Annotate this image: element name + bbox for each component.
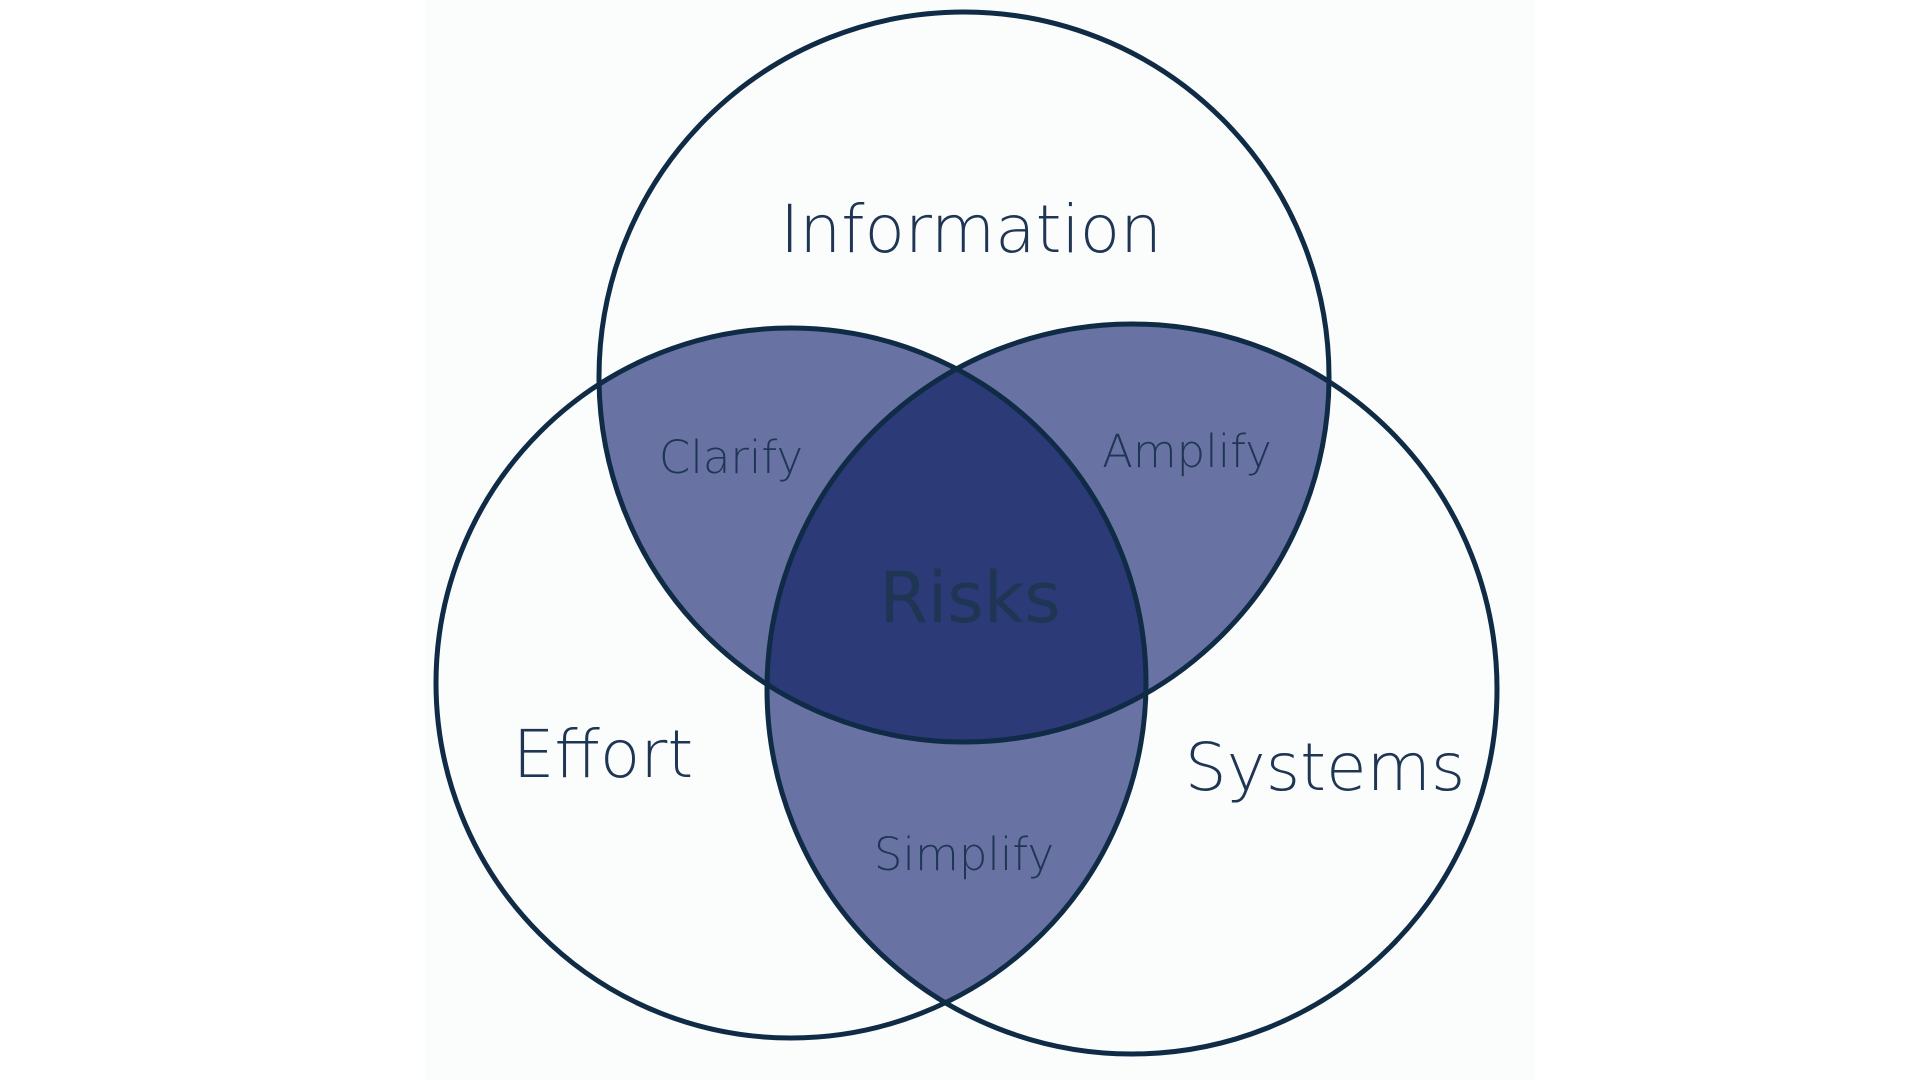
circle-effort bbox=[433, 325, 1149, 1041]
overlap-center-outer bbox=[767, 328, 1146, 742]
label-amplify: Amplify bbox=[1102, 425, 1272, 478]
label-clarify: Clarify bbox=[659, 431, 803, 484]
label-risks: Risks bbox=[879, 557, 1061, 639]
overlap-center-inner bbox=[767, 328, 1146, 742]
label-effort: Effort bbox=[513, 716, 694, 793]
label-simplify: Simplify bbox=[874, 828, 1054, 881]
label-information: Information bbox=[780, 191, 1162, 268]
label-systems: Systems bbox=[1185, 729, 1466, 806]
overlap-center bbox=[767, 328, 1146, 742]
circle-information bbox=[596, 9, 1332, 745]
circle-systems bbox=[764, 321, 1500, 1057]
